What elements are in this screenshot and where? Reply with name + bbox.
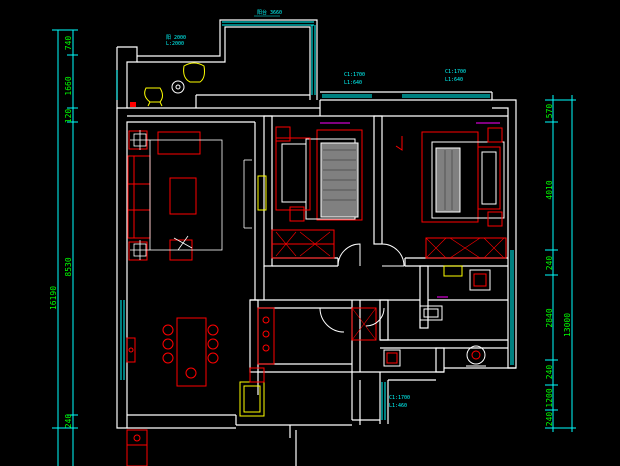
dim-right-total: 13000 [563,313,572,337]
window-bottom-label-2: L1:460 [389,403,407,409]
door-accents [320,122,500,298]
kitchen-fixtures [239,307,401,417]
dim-left-8530: 8530 [64,257,73,276]
bathroom-fixtures [419,265,491,367]
balcony-chairs [144,62,205,107]
window-right-label-1: C1:1700 [445,69,466,75]
dim-right-2840: 2840 [545,308,554,327]
windows [116,21,514,420]
bedroom-2-furniture [381,127,507,267]
dim-left-1660: 1660 [64,76,73,95]
right-dimension-chain [545,95,576,432]
dim-right-240a: 240 [545,256,554,271]
dim-right-1200: 1200 [545,388,554,407]
bedroom-2-gray-stripes [444,150,453,210]
left-dimension-labels: 740 1660 120 8530 240 16190 [49,36,73,429]
dim-left-740: 740 [64,36,73,51]
window-right-label-2: L1:640 [445,77,463,83]
entry-closet [126,429,148,466]
balcony-left-label-2: L:2000 [166,41,184,47]
balcony-left-label-1: 阳 2000 [166,34,186,41]
dim-left-total: 16190 [49,286,58,310]
window-bottom-label-1: C1:1700 [389,395,410,401]
balcony-plant [130,102,136,107]
right-dimension-labels: 570 4010 240 2840 240 1200 240 13000 [545,104,572,427]
dim-left-120: 120 [64,109,73,124]
living-room-fixtures [130,130,252,260]
dim-left-240: 240 [64,414,73,429]
left-dimension-chain [52,29,78,466]
window-mid-label-1: C1:1700 [344,72,365,78]
bedroom-1-gray-stripes [323,149,356,201]
living-room-furniture [127,130,267,261]
dim-right-4010: 4010 [545,180,554,199]
walls [116,19,517,466]
dining-set [126,317,219,387]
dim-right-240c: 240 [545,412,554,427]
balcony-top-label: 阳台 3660 [257,9,282,16]
dim-right-240b: 240 [545,365,554,380]
dim-right-570: 570 [545,104,554,119]
window-mid-label-2: L1:640 [344,80,362,86]
annotations: 阳台 3660 阳 2000 L:2000 C1:1700 L1:640 C1:… [166,9,466,409]
bedroom-1-furniture [271,126,363,267]
